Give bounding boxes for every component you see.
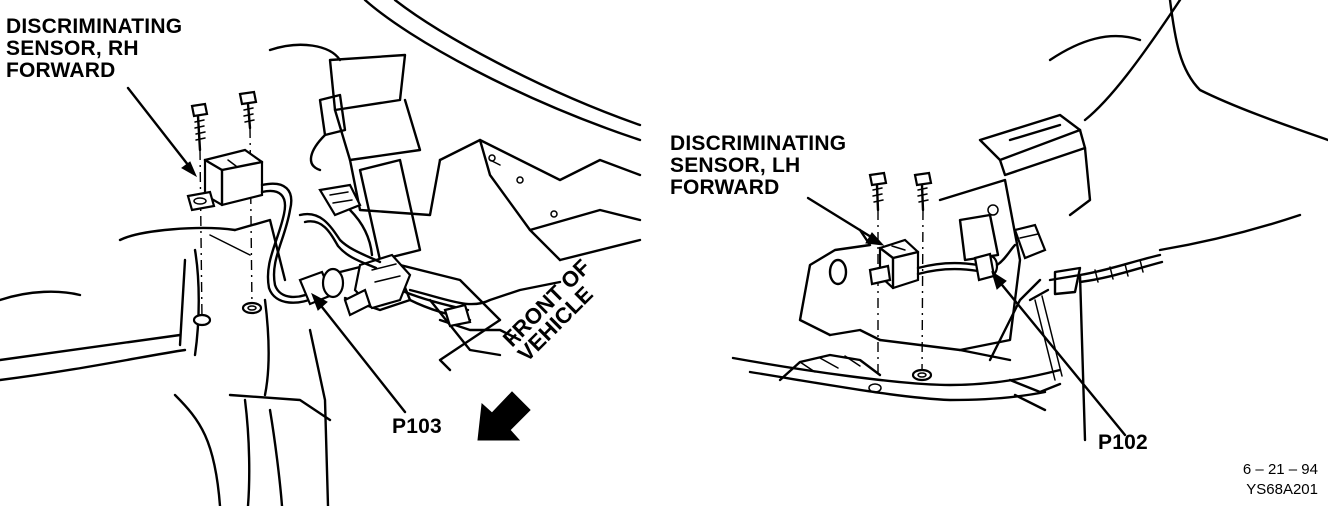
p103-label: P103 — [392, 415, 442, 438]
lh-leader-lines — [806, 196, 1127, 437]
lh-bolt-2 — [913, 171, 933, 212]
lh-sensor-label-line3: FORWARD — [670, 176, 780, 199]
footer-date: 6 – 21 – 94 — [1242, 461, 1318, 478]
rh-sensor-assembly — [186, 90, 320, 327]
lh-sensor-label-line1: DISCRIMINATING — [670, 132, 847, 155]
lh-sensor-label: DISCRIMINATING SENSOR, LH FORWARD — [670, 133, 846, 198]
lh-sensor-label-line2: SENSOR, LH — [670, 154, 801, 177]
rh-sensor-label-line1: DISCRIMINATING — [6, 15, 183, 38]
front-direction-arrow — [477, 391, 531, 441]
p103-connector-assembly — [298, 183, 472, 328]
lh-vehicle-structure — [731, 0, 1328, 442]
rh-sensor-label-line2: SENSOR, RH — [6, 37, 139, 60]
rh-bolt-2 — [238, 90, 258, 130]
rh-sensor-label-line3: FORWARD — [6, 59, 116, 82]
footer-figure-code: YS68A201 — [1246, 481, 1318, 498]
rh-sensor-label: DISCRIMINATING SENSOR, RH FORWARD — [6, 16, 182, 81]
rh-bolt-1 — [190, 102, 209, 152]
rh-vehicle-structure — [0, 0, 642, 506]
p102-label: P102 — [1098, 431, 1148, 454]
lh-bolt-1 — [868, 171, 888, 212]
rh-leader-lines — [126, 86, 407, 414]
lh-sensor-assembly — [868, 171, 1017, 382]
